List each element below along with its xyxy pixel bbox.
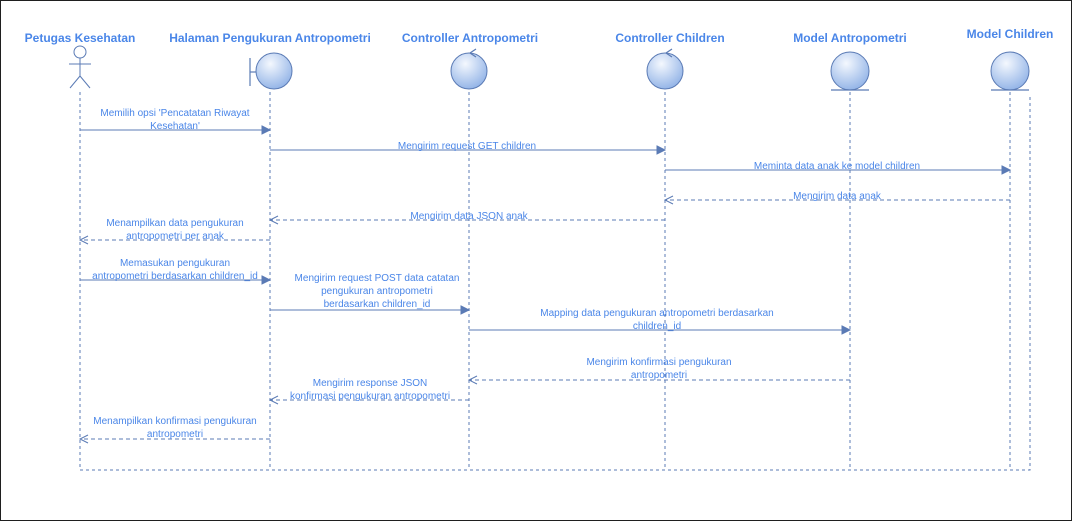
message-1: Memilih opsi 'Pencatatan RiwayatKesehata… [80,108,272,135]
message-5: Mengirim data JSON anak [268,211,665,225]
message-4: Mengirim data anak [663,191,1010,205]
message-label: Mengirim data JSON anak [410,211,528,222]
message-3: Meminta data anak ke model children [665,161,1012,175]
participant-heads [69,45,1030,91]
message-8: Mengirim request POST data catatan penguk… [270,273,471,315]
arrowhead [1001,165,1012,175]
message-label: Mengirim data anak [793,191,882,202]
message-label: Menampilkan data pengukuran [106,218,243,229]
arrowhead [841,325,852,335]
message-2: Mengirim request GET children [270,141,667,155]
message-label: antropometri [631,370,687,381]
message-11: Mengirim response JSON konfirmasi penguku… [268,378,469,405]
entity-icon [990,51,1030,91]
participant-title-ctrl-antro: Controller Antropometri [402,31,538,45]
message-label: Memilih opsi 'Pencatatan Riwayat [100,108,249,119]
arrowhead [268,215,279,225]
lifelines [79,92,1011,470]
message-label: Mengirim konfirmasi pengukuran [586,357,731,368]
message-label: antropometri per anak [126,231,225,242]
entity-icon [830,51,870,91]
arrowhead [261,125,272,135]
message-label: antropometri [147,429,203,440]
arrowhead [261,275,272,285]
bottom-boundary-line [80,96,1031,471]
message-label: Menampilkan konfirmasi pengukuran [93,416,256,427]
participant-title-model-antro: Model Antropometri [793,31,907,45]
boundary-icon [249,52,293,90]
arrowhead [663,195,674,205]
bottom-boundary [80,96,1031,471]
message-label: Kesehatan' [150,121,200,132]
message-6: Menampilkan data pengukuran antropometri … [78,218,270,245]
control-icon [450,48,488,90]
control-icon [646,48,684,90]
message-label: Mapping data pengukuran antropometri ber… [540,308,774,319]
participant-titles: Petugas Kesehatan Halaman Pengukuran Antr… [25,27,1054,45]
message-7: Memasukan pengukuran antropometri berdasa… [80,258,272,285]
message-12: Menampilkan konfirmasi pengukuran antropo… [78,416,270,444]
message-label: Meminta data anak ke model children [754,161,920,172]
message-label: children_id [633,321,681,332]
message-9: Mapping data pengukuran antropometri ber… [469,308,852,335]
participant-title-petugas: Petugas Kesehatan [25,31,136,45]
message-label: antropometri berdasarkan children_id [92,271,258,282]
message-label: Memasukan pengukuran [120,258,230,269]
participant-title-halaman: Halaman Pengukuran Antropometri [169,31,371,45]
participant-title-model-children: Model Children [967,27,1054,41]
messages: Memilih opsi 'Pencatatan RiwayatKesehata… [78,108,1012,444]
message-label: konfirmasi pengukuran antropometri [290,391,450,402]
message-label: Mengirim request POST data catatan [295,273,460,284]
arrowhead [268,395,279,405]
actor-icon [69,45,91,89]
message-label: Mengirim response JSON [313,378,427,389]
arrowhead [656,145,667,155]
message-label: berdasarkan children_id [324,299,431,310]
arrowhead [460,305,471,315]
message-10: Mengirim konfirmasi pengukuran antropomet… [467,357,850,385]
participant-title-ctrl-children: Controller Children [615,31,724,45]
arrowhead [78,235,89,245]
arrowhead [467,375,478,385]
arrowhead [78,434,89,444]
message-label: Mengirim request GET children [398,141,536,152]
message-label: pengukuran antropometri [321,286,433,297]
